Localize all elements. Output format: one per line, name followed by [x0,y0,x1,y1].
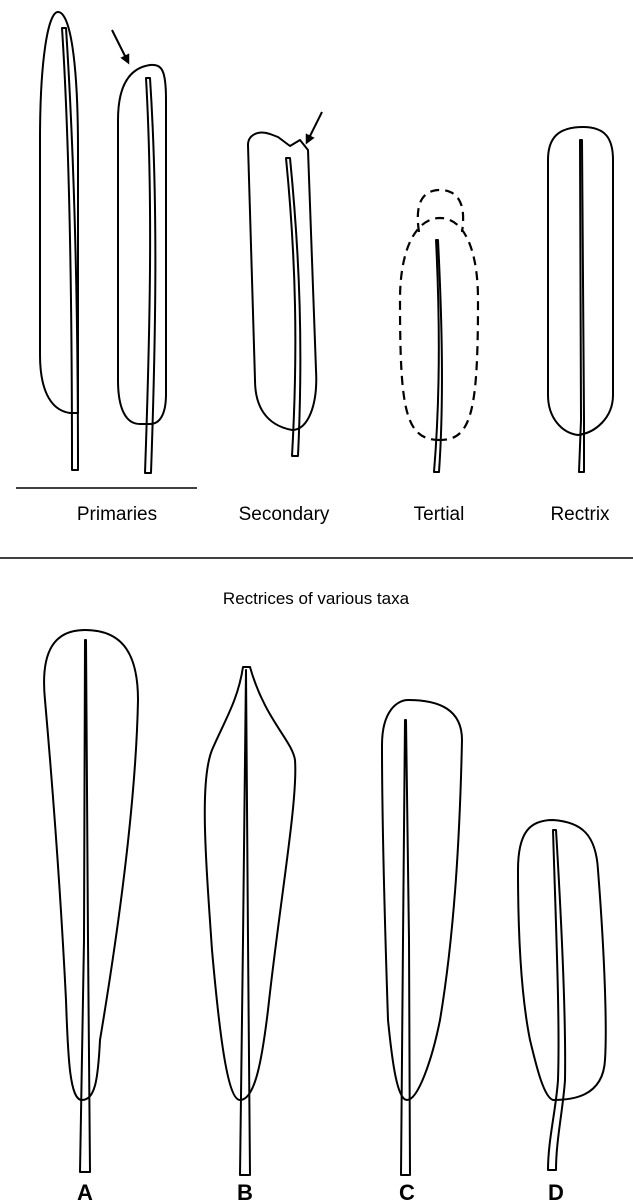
bottom-panel-title: Rectrices of various taxa [223,589,410,608]
label-tertial: Tertial [414,504,465,525]
primary-feather-2 [112,30,166,473]
label-b: B [237,1180,253,1203]
rectrix-b [205,667,296,1175]
label-secondary: Secondary [239,504,330,525]
rectrix-c [382,700,462,1175]
secondary-feather [248,112,322,456]
primary-feather-1 [40,12,78,470]
label-a: A [77,1180,93,1203]
label-rectrix: Rectrix [550,504,610,525]
label-primaries: Primaries [77,504,157,525]
tertial-feather [400,190,478,472]
label-d: D [548,1180,564,1203]
arrow-primary-notch [112,30,127,60]
label-c: C [399,1180,415,1203]
rectrix-feather [548,127,613,472]
arrow-secondary-notch [308,112,322,140]
rectrix-a [44,630,138,1172]
rectrix-d [518,820,606,1170]
